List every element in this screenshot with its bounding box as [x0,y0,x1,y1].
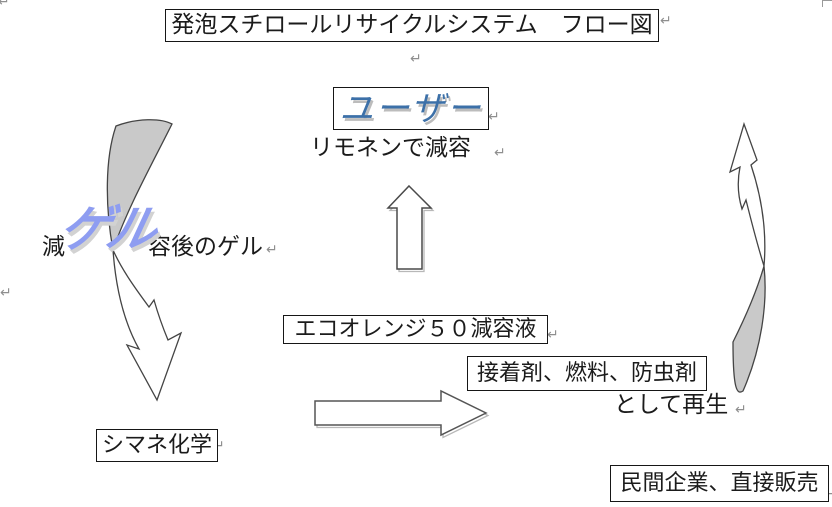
private-sales-box[interactable]: 民間企業、直接販売 [610,465,829,502]
curved-up-arrow-back [733,266,765,392]
margin-corner-mark [822,0,832,7]
eco-orange-text: エコオレンジ５０減容液 [294,316,537,342]
return-mark: ↵ [660,13,672,29]
title-text: 発泡スチロールリサイクルシステム フロー図 [171,12,653,38]
curved-up-arrow[interactable] [730,124,765,392]
shimane-box[interactable]: シマネ化学 [96,429,218,462]
return-mark: ↵ [547,327,559,343]
gel-line-suffix: 容後のゲル [148,234,263,260]
return-mark: ↵ [0,285,12,301]
up-block-arrow-shadow [390,189,433,272]
shimane-text: シマネ化学 [101,432,212,458]
up-block-arrow-shape [388,186,431,269]
private-sales-text: 民間企業、直接販売 [620,470,819,496]
return-mark: ↵ [735,402,747,418]
gel-line-prefix: 減 [42,234,65,260]
eco-orange-box[interactable]: エコオレンジ５０減容液 [283,315,548,344]
curved-down-arrow-back [107,120,172,250]
user-wordart-text: ユーザー [339,88,483,129]
products-text: 接着剤、燃料、防虫剤 [476,360,697,386]
gel-wordart-text[interactable]: ゲル [53,199,161,258]
return-mark: ↵ [213,438,225,454]
right-block-arrow[interactable] [315,391,488,438]
limonene-text: リモネンで減容 [310,135,471,161]
user-box[interactable]: ユーザー [333,87,489,130]
reborn-text: として再生 [614,392,729,418]
return-mark: ↵ [266,242,278,258]
return-mark: ↵ [488,109,500,125]
return-mark: ↵ [494,145,506,161]
curved-up-arrow-head [730,124,765,266]
curved-down-arrow-head [113,250,181,400]
return-mark: ↵ [0,0,10,10]
curved-down-arrow[interactable] [107,120,181,400]
products-box[interactable]: 接着剤、燃料、防虫剤 [467,356,707,391]
up-block-arrow[interactable] [388,186,433,272]
right-block-arrow-shape [315,391,486,435]
return-mark: ↵ [410,51,422,67]
title-box[interactable]: 発泡スチロールリサイクルシステム フロー図 [165,9,659,42]
